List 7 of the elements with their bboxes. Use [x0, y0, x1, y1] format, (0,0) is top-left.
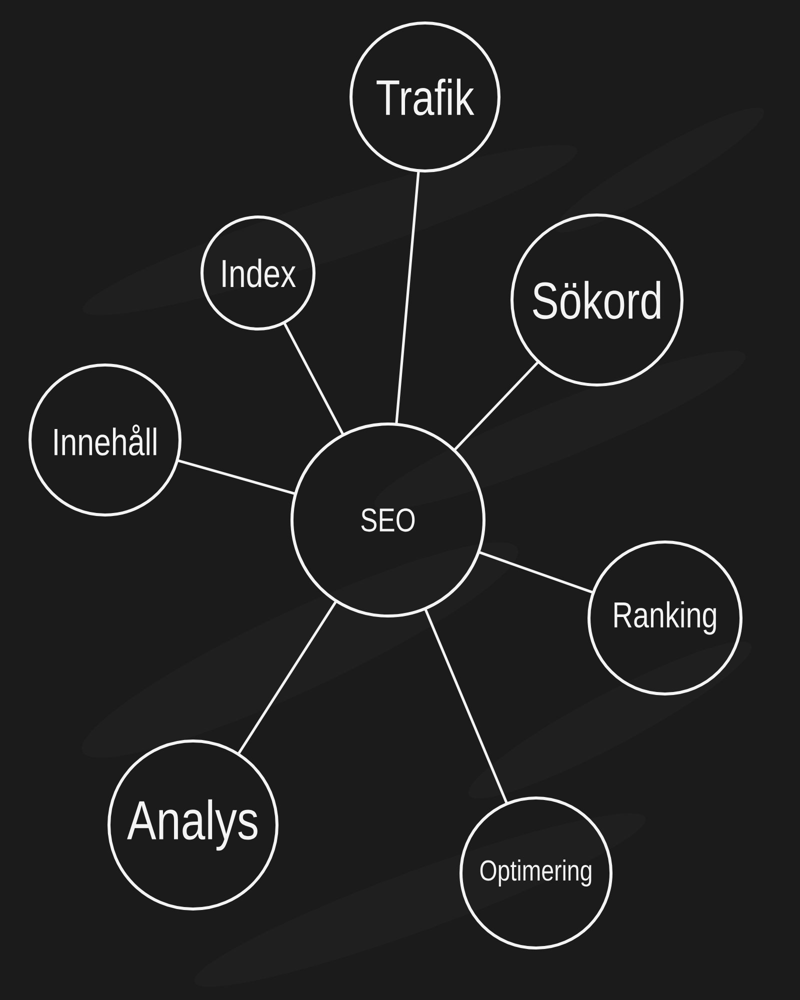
connector-line [283, 322, 344, 436]
connector-line [424, 608, 508, 804]
connector-line [395, 170, 420, 424]
connector-line [478, 551, 594, 594]
connector-line [238, 600, 337, 754]
connector-line [177, 460, 296, 495]
connector-line [454, 361, 539, 451]
